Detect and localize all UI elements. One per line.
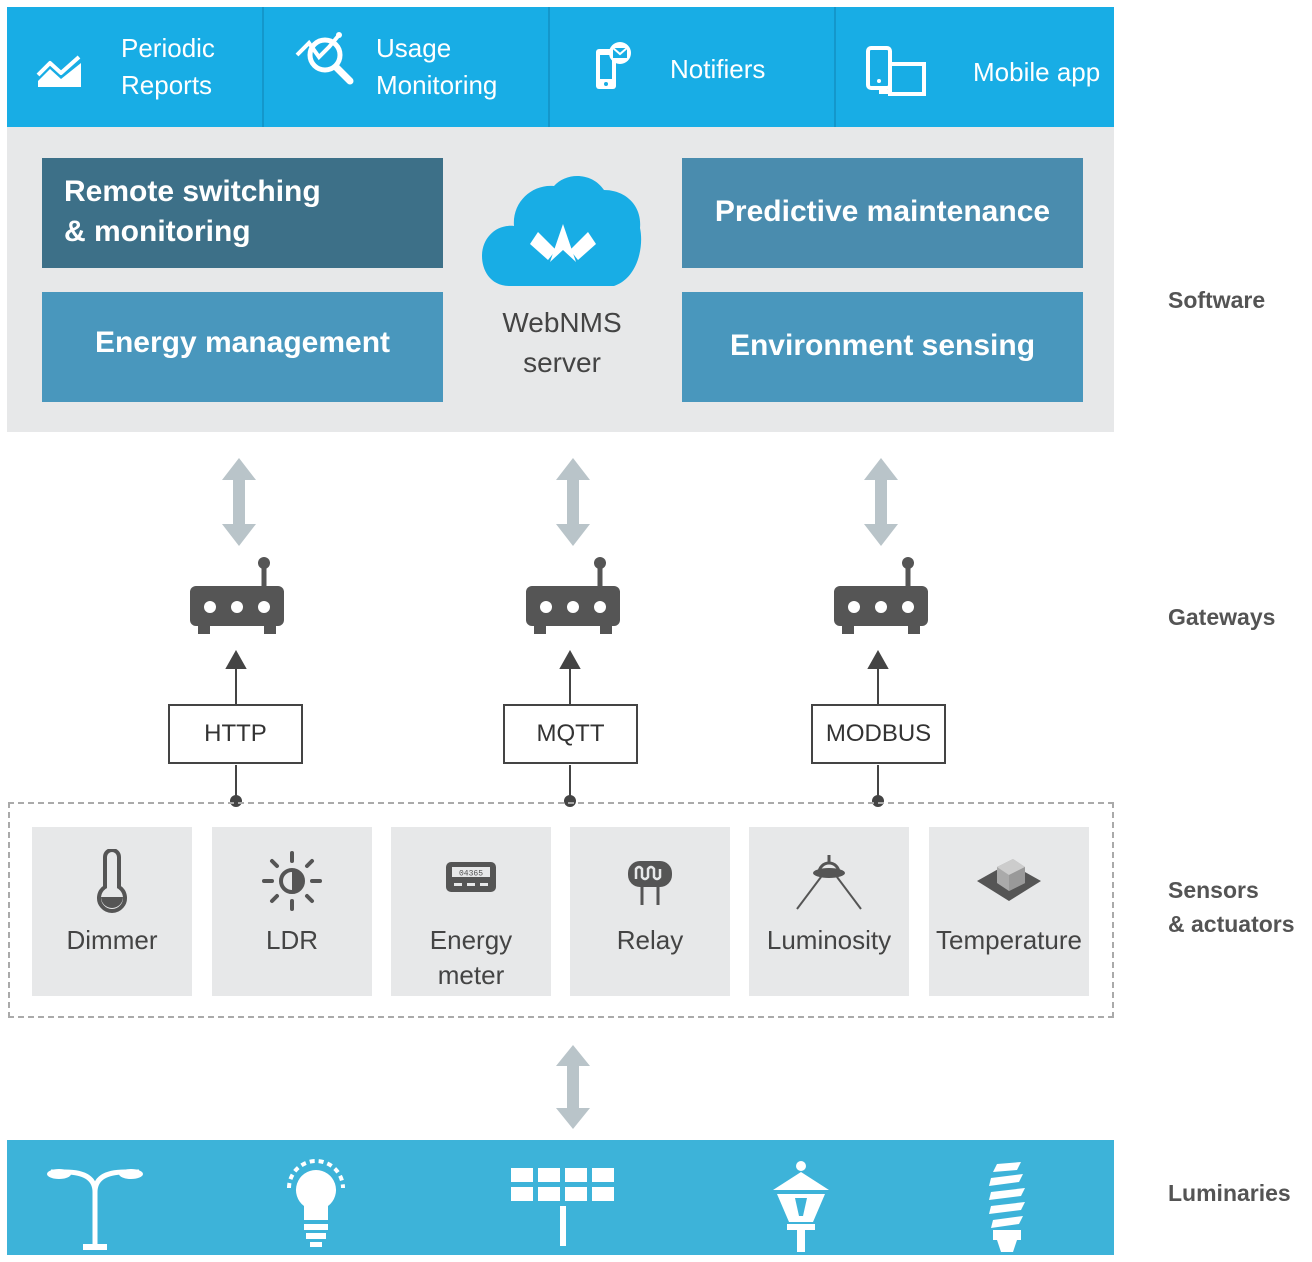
remote-switching-box: Remote switching & monitoring <box>42 158 443 268</box>
sensor-label: Relay <box>616 925 684 955</box>
sensor-tile-relay: Relay <box>570 827 730 996</box>
protocol-mqtt: MQTT <box>503 704 638 764</box>
energy-meter-icon: 04365 <box>446 862 496 892</box>
divider <box>834 7 836 127</box>
double-arrow <box>864 458 898 546</box>
layer-label-sensors: Sensors & actuators <box>1168 877 1295 937</box>
sensor-tile-dimmer: Dimmer <box>32 827 192 996</box>
sensor-label: LDR <box>265 925 318 955</box>
layer-label-software: Software <box>1168 287 1266 313</box>
thermometer-icon <box>97 849 127 913</box>
cfl-bulb-icon <box>989 1162 1025 1252</box>
sensors-group <box>8 802 1114 1018</box>
double-arrow <box>222 458 256 546</box>
sensor-tile-energy-meter: 04365 Energy meter <box>391 827 551 996</box>
gateway-router-icon <box>834 557 928 634</box>
relay-coil-icon <box>628 861 672 905</box>
sensor-tile-temperature: Temperature <box>929 827 1089 996</box>
layer-label-gateways: Gateways <box>1168 604 1276 630</box>
meter-reading: 04365 <box>459 870 483 879</box>
usage-monitoring-label: Usage Monitoring <box>376 33 498 100</box>
divider <box>262 7 264 127</box>
sensor-tile-ldr: LDR <box>212 827 372 996</box>
gateway-router-icon <box>190 557 284 634</box>
street-lamp-icon <box>47 1169 143 1250</box>
magnifier-analytics-icon <box>295 32 354 85</box>
mobile-tablet-icon <box>866 46 926 96</box>
luminaries-bar <box>7 1140 1114 1255</box>
sensor-chip-icon <box>977 859 1041 901</box>
sensor-label: Energy meter <box>429 925 513 990</box>
lantern-icon <box>773 1161 829 1252</box>
divider <box>548 7 550 127</box>
periodic-reports-label: Periodic Reports <box>121 33 215 100</box>
mobile-app-label: Mobile app <box>973 57 1101 87</box>
top-feature-bar: Periodic Reports Usage Monitoring Notifi… <box>7 7 1114 127</box>
gateway-router-icon <box>526 557 620 634</box>
sensor-tile-luminosity: Luminosity <box>749 827 909 996</box>
trend-chart-icon <box>36 55 81 87</box>
double-arrow <box>556 1045 590 1129</box>
light-bulb-icon <box>287 1159 345 1247</box>
lamp-light-icon <box>796 855 862 910</box>
phone-notification-icon <box>596 42 631 89</box>
solar-panel-icon <box>511 1168 614 1246</box>
layer-label-luminaries: Luminaries <box>1168 1180 1291 1206</box>
protocol-modbus: MODBUS <box>811 704 946 764</box>
energy-management-box: Energy management <box>42 292 443 402</box>
notifiers-label: Notifiers <box>670 54 766 84</box>
sun-icon <box>262 851 322 911</box>
protocol-http: HTTP <box>168 704 303 764</box>
sensor-label: Luminosity <box>766 925 892 955</box>
environment-sensing-box: Environment sensing <box>682 292 1083 402</box>
sensor-label: Temperature <box>936 925 1082 955</box>
cloud-server-icon <box>482 175 642 286</box>
predictive-maintenance-box: Predictive maintenance <box>682 158 1083 268</box>
server-label: WebNMS server <box>502 307 622 378</box>
double-arrow <box>556 458 590 546</box>
sensor-label: Dimmer <box>66 925 158 955</box>
